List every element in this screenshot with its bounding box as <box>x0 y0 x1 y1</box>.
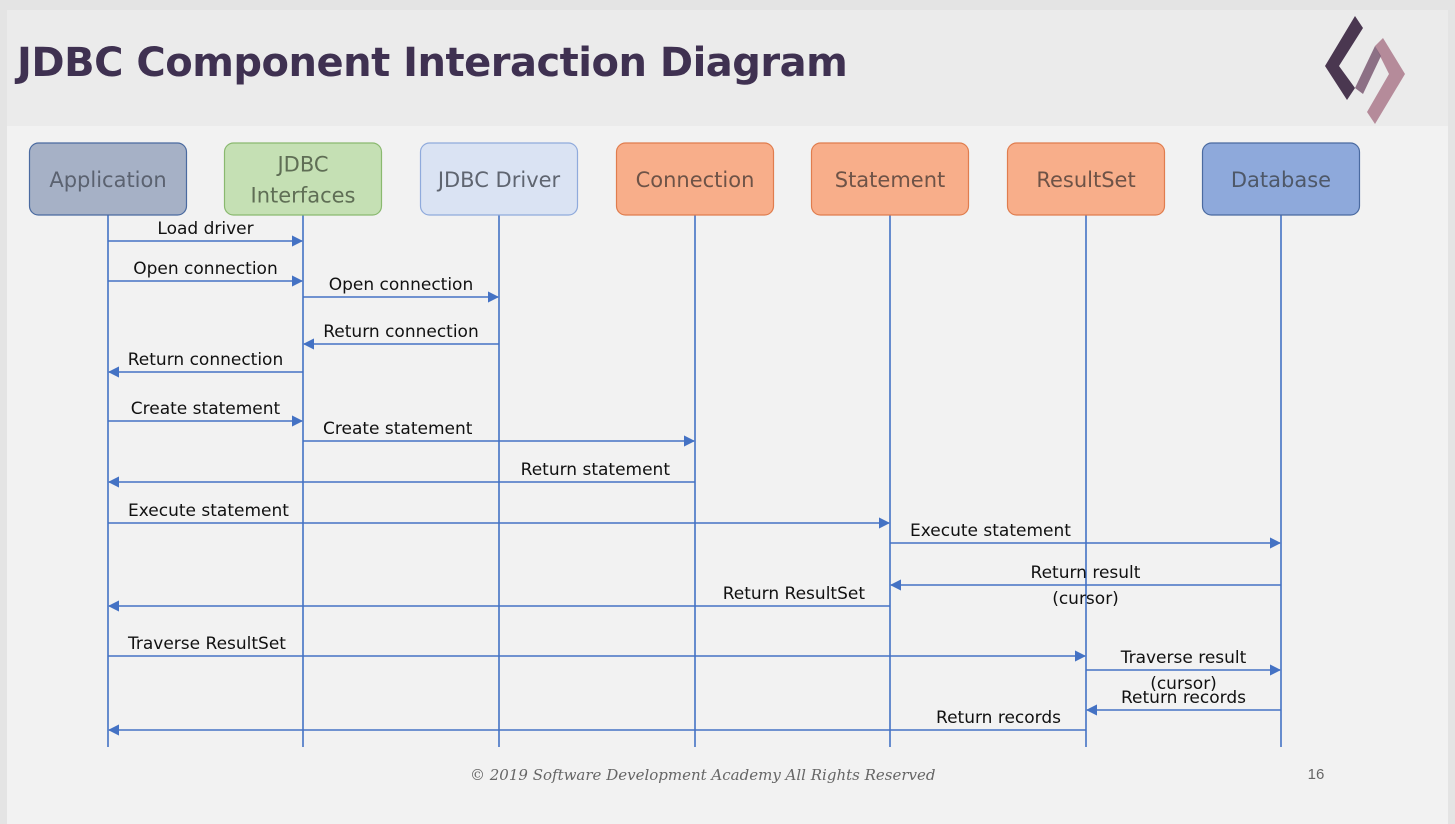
message-label: Execute statement <box>910 521 1071 541</box>
message-label: Return ResultSet <box>723 584 866 604</box>
message-label: Open connection <box>329 275 473 295</box>
actor-box-jdbc-driver <box>419 142 579 216</box>
message-label: Return result <box>1031 563 1141 583</box>
message-label: Traverse ResultSet <box>127 634 286 654</box>
slide-title: JDBC Component Interaction Diagram <box>17 40 848 86</box>
actor-label-connection: Connection <box>636 168 755 192</box>
message-label: Return records <box>1121 688 1246 708</box>
message-label: Create statement <box>131 399 281 419</box>
title-bar: JDBC Component Interaction Diagram <box>7 10 1448 126</box>
message-label: Load driver <box>157 219 253 239</box>
message-label: Return records <box>936 708 1061 728</box>
actor-label-database: Database <box>1231 168 1331 192</box>
message-label: Open connection <box>133 259 277 279</box>
actor-box-resultset <box>1006 142 1166 216</box>
actor-label-jdbc-driver: JDBC Driver <box>436 168 561 192</box>
actor-box-database <box>1201 142 1361 216</box>
message-label: Return connection <box>323 322 478 342</box>
page-number: 16 <box>1307 766 1325 783</box>
logo-dark-shape <box>1325 16 1363 100</box>
message-label: (cursor) <box>1052 589 1119 609</box>
message-label: Create statement <box>323 419 473 439</box>
actor-label-application: Application <box>49 168 166 192</box>
actor-box-connection <box>615 142 775 216</box>
logo-light-shape <box>1367 38 1405 124</box>
academy-logo-icon <box>1325 16 1405 124</box>
actor-label-jdbc-interfaces: Interfaces <box>251 184 356 208</box>
message-label: (cursor) <box>1150 674 1217 694</box>
message-label: Return connection <box>128 350 283 370</box>
message-label: Return statement <box>521 460 671 480</box>
slide-footer: © 2019 Software Development Academy All … <box>470 766 936 784</box>
actor-box-jdbc-interfaces <box>223 142 383 216</box>
message-label: Execute statement <box>128 501 289 521</box>
actor-box-application <box>28 142 188 216</box>
actor-label-resultset: ResultSet <box>1036 168 1135 192</box>
actor-box-statement <box>810 142 970 216</box>
actor-label-statement: Statement <box>835 168 946 192</box>
logo-mid-shape <box>1355 46 1381 94</box>
message-label: Traverse result <box>1120 648 1247 668</box>
actor-label-jdbc-interfaces: JDBC <box>275 153 328 177</box>
